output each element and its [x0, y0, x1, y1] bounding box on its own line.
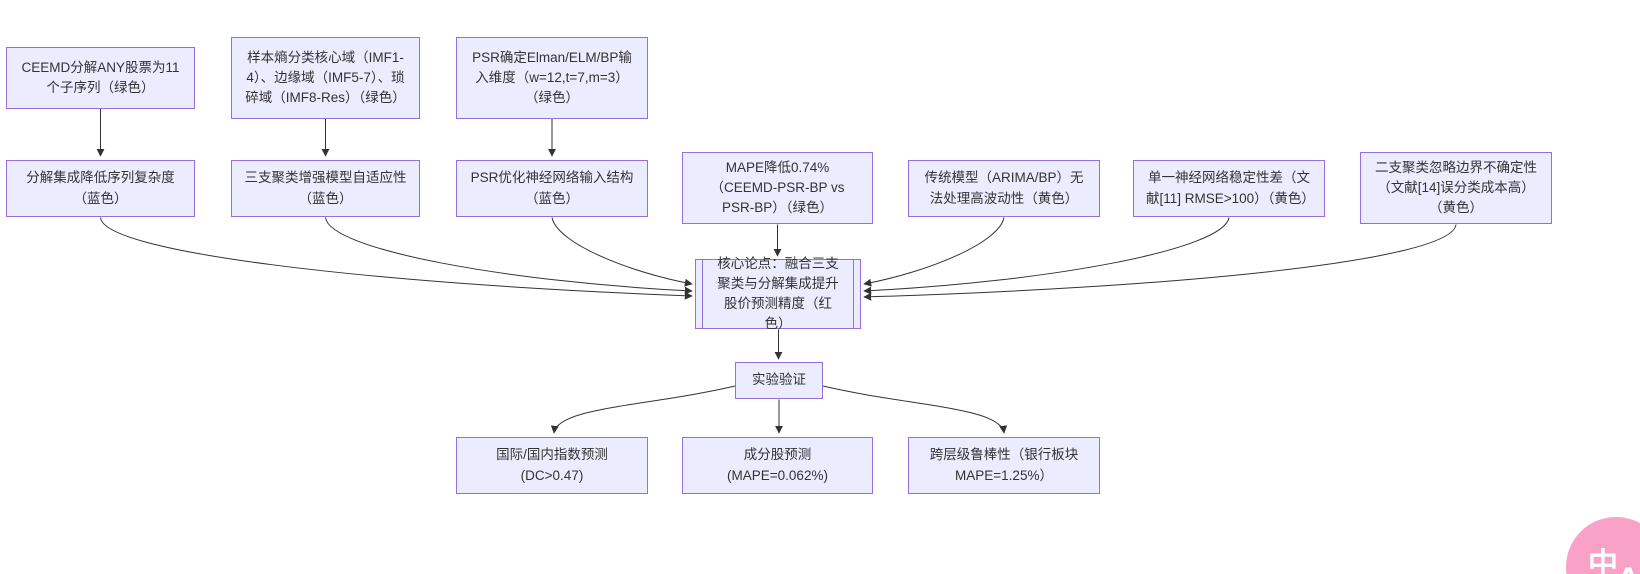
edge-psropt-core [551, 217, 693, 287]
node-decomp: 分解集成降低序列复杂度（蓝色） [6, 160, 195, 217]
edge-singlenn-core [863, 217, 1230, 295]
node-robustness: 跨层级鲁棒性（银行板块 MAPE=1.25%） [908, 437, 1100, 494]
node-mape-drop-label: MAPE降低0.74%（CEEMD-PSR-BP vs PSR-BP）（绿色） [710, 159, 845, 216]
translate-zh-glyph: 中 [1588, 548, 1618, 574]
edge-decomp-core [100, 217, 693, 300]
node-sample-entropy: 样本熵分类核心域（IMF1-4）、边缘域（IMF5-7）、琐碎域（IMF8-Re… [231, 37, 420, 119]
node-ceemd: CEEMD分解ANY股票为11个子序列（绿色） [6, 47, 195, 109]
edge-experiment-index [550, 385, 736, 434]
node-experiment-label: 实验验证 [752, 372, 806, 388]
node-decomp-label: 分解集成降低序列复杂度（蓝色） [26, 170, 175, 206]
node-index-pred: 国际/国内指数预测 (DC>0.47) [456, 437, 648, 494]
edge-experiment-robust [822, 385, 1008, 434]
node-three-way-label: 三支聚类增强模型自适应性（蓝色） [244, 170, 407, 206]
node-three-way: 三支聚类增强模型自适应性（蓝色） [231, 160, 420, 217]
node-stock-pred: 成分股预测 (MAPE=0.062%) [682, 437, 873, 494]
translate-en-glyph: A [1616, 561, 1640, 574]
node-psr-opt: PSR优化神经网络输入结构（蓝色） [456, 160, 648, 217]
node-stock-pred-label: 成分股预测 (MAPE=0.062%) [727, 447, 828, 483]
node-robustness-label: 跨层级鲁棒性（银行板块 MAPE=1.25%） [929, 447, 1079, 483]
node-single-nn: 单一神经网络稳定性差（文献[11] RMSE>100）（黄色） [1133, 160, 1325, 217]
edge-traditional-core [863, 217, 1005, 287]
edge-twoway-core [863, 224, 1457, 301]
node-traditional: 传统模型（ARIMA/BP）无法处理高波动性（黄色） [908, 160, 1100, 217]
node-psr-dims: PSR确定Elman/ELM/BP输入维度（w=12,t=7,m=3）（绿色） [456, 37, 648, 119]
translate-widget-button[interactable]: 中 A [1566, 517, 1640, 574]
node-index-pred-label: 国际/国内指数预测 (DC>0.47) [496, 447, 608, 483]
node-ceemd-label: CEEMD分解ANY股票为11个子序列（绿色） [21, 59, 180, 95]
node-mape-drop: MAPE降低0.74%（CEEMD-PSR-BP vs PSR-BP）（绿色） [682, 152, 873, 224]
node-core-thesis-label: 核心论点：融合三支聚类与分解集成提升股价预测精度（红色） [717, 255, 839, 332]
node-sample-entropy-label: 样本熵分类核心域（IMF1-4）、边缘域（IMF5-7）、琐碎域（IMF8-Re… [245, 49, 406, 106]
node-traditional-label: 传统模型（ARIMA/BP）无法处理高波动性（黄色） [924, 170, 1084, 206]
node-psr-opt-label: PSR优化神经网络输入结构（蓝色） [470, 170, 634, 206]
node-core-thesis: 核心论点：融合三支聚类与分解集成提升股价预测精度（红色） [695, 256, 861, 331]
edge-threeway-core [325, 217, 693, 295]
node-two-way: 二支聚类忽略边界不确定性（文献[14]误分类成本高）（黄色） [1360, 152, 1552, 224]
node-psr-dims-label: PSR确定Elman/ELM/BP输入维度（w=12,t=7,m=3）（绿色） [472, 49, 632, 106]
node-two-way-label: 二支聚类忽略边界不确定性（文献[14]误分类成本高）（黄色） [1375, 159, 1537, 216]
node-experiment: 实验验证 [735, 362, 823, 399]
node-single-nn-label: 单一神经网络稳定性差（文献[11] RMSE>100）（黄色） [1146, 170, 1315, 206]
